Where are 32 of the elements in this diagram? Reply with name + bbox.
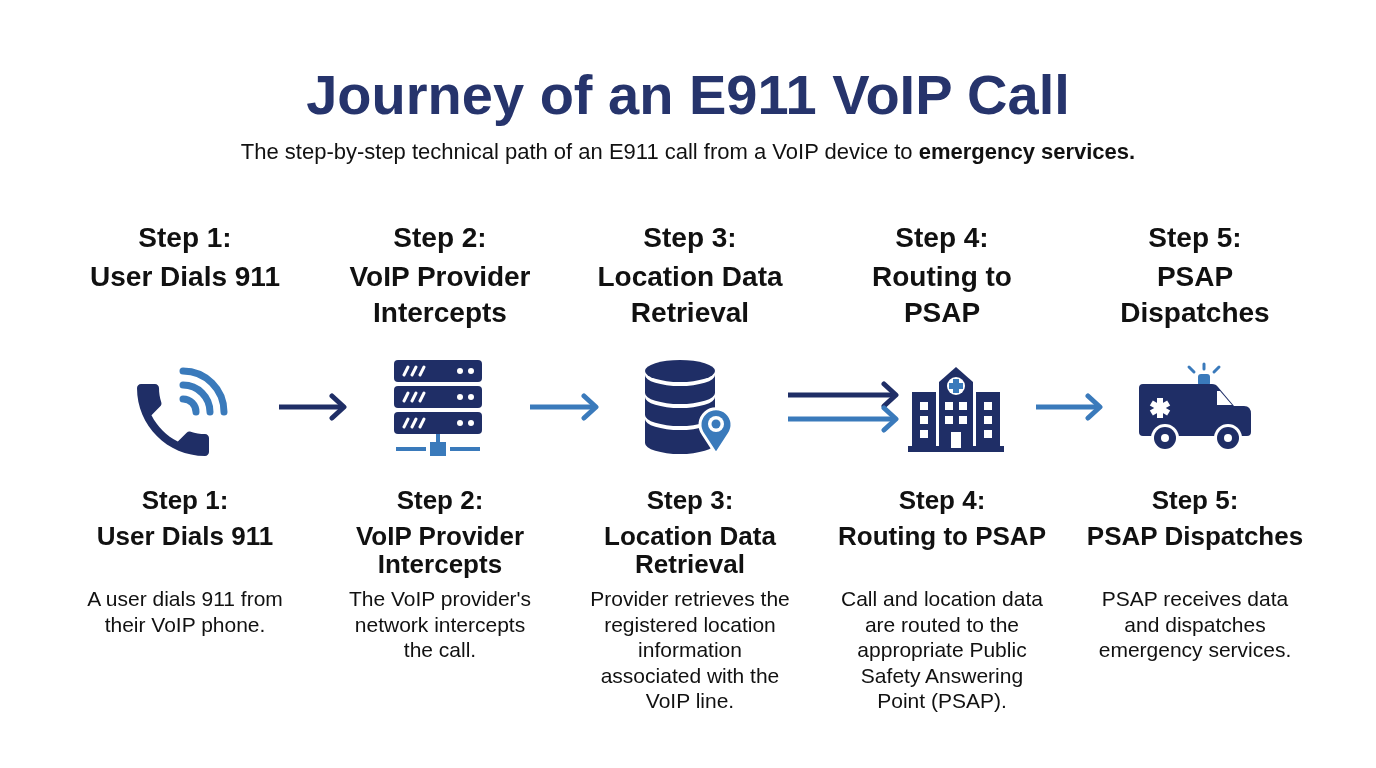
subtitle: The step-by-step technical path of an E911 call from a VoIP device to emergency services.	[240, 138, 1136, 166]
step-number: Step 5:	[1151, 486, 1239, 514]
step-title: VoIP Provider Intercepts	[354, 522, 526, 578]
step-number: Step 2:	[393, 221, 487, 255]
step-description: Call and location data are routed to the appropriate Public Safety Answering Point (PSAP).	[840, 586, 1044, 714]
step-title: User Dials 911	[96, 522, 274, 550]
step-description: The VoIP provider's network intercepts the call.	[347, 586, 533, 663]
step-number: Step 2:	[396, 486, 484, 514]
step-number: Step 3:	[643, 221, 737, 255]
step-title: Location Data Retrieval	[596, 260, 784, 330]
step-description: Provider retrieves the registered location information associated with the VoIP line.	[589, 586, 791, 714]
step-title: User Dials 911	[90, 260, 280, 294]
step-title: PSAP Dispatches	[1086, 522, 1304, 550]
step-number: Step 1:	[141, 486, 229, 514]
step-description: PSAP receives data and dispatches emergency services.	[1097, 586, 1293, 663]
arrow	[788, 381, 899, 409]
step-title: Location Data Retrieval	[603, 522, 777, 578]
step-title: Routing to PSAP	[838, 522, 1046, 550]
step-number: Step 5:	[1148, 221, 1242, 255]
step-number: Step 4:	[898, 486, 986, 514]
step-number: Step 3:	[646, 486, 734, 514]
step-title: PSAP Dispatches	[1119, 260, 1271, 330]
step-description: A user dials 911 from their VoIP phone.	[86, 586, 284, 637]
step-title: VoIP Provider Intercepts	[348, 260, 532, 330]
arrow	[1036, 393, 1103, 421]
step-title: Routing to PSAP	[871, 260, 1013, 330]
step-number: Step 1:	[138, 221, 232, 255]
arrow	[788, 405, 899, 433]
arrow	[279, 393, 347, 421]
arrow	[530, 393, 599, 421]
title: Journey of an E911 VoIP Call	[306, 62, 1070, 128]
step-number: Step 4:	[895, 221, 989, 255]
